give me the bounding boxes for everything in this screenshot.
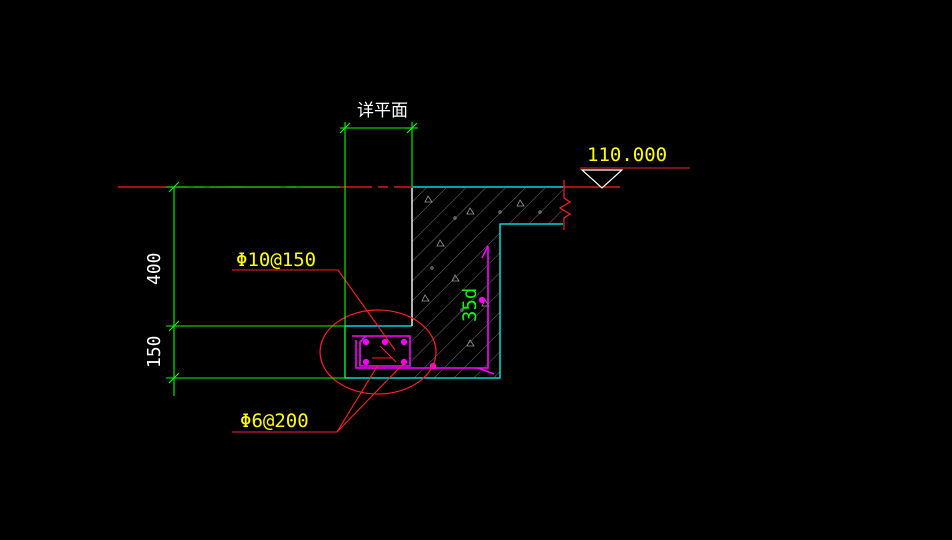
concrete-section bbox=[344, 180, 572, 379]
rebar-main-label: Φ10@150 bbox=[236, 249, 316, 271]
elevation-marker bbox=[580, 169, 624, 189]
note-top-label: 详平面 bbox=[357, 101, 408, 121]
dim-upper-label: 400 bbox=[144, 252, 165, 285]
rebar-layout bbox=[352, 245, 495, 375]
detail-circle bbox=[319, 309, 437, 395]
elevation-label: 110.000 bbox=[587, 144, 667, 166]
rebar-stirrup-label: Φ6@200 bbox=[240, 410, 309, 432]
dim-lower-label: 150 bbox=[144, 335, 165, 368]
leader-lines bbox=[232, 167, 690, 433]
anchorage-label: 35d bbox=[459, 288, 481, 322]
dimension-lines bbox=[166, 122, 418, 396]
